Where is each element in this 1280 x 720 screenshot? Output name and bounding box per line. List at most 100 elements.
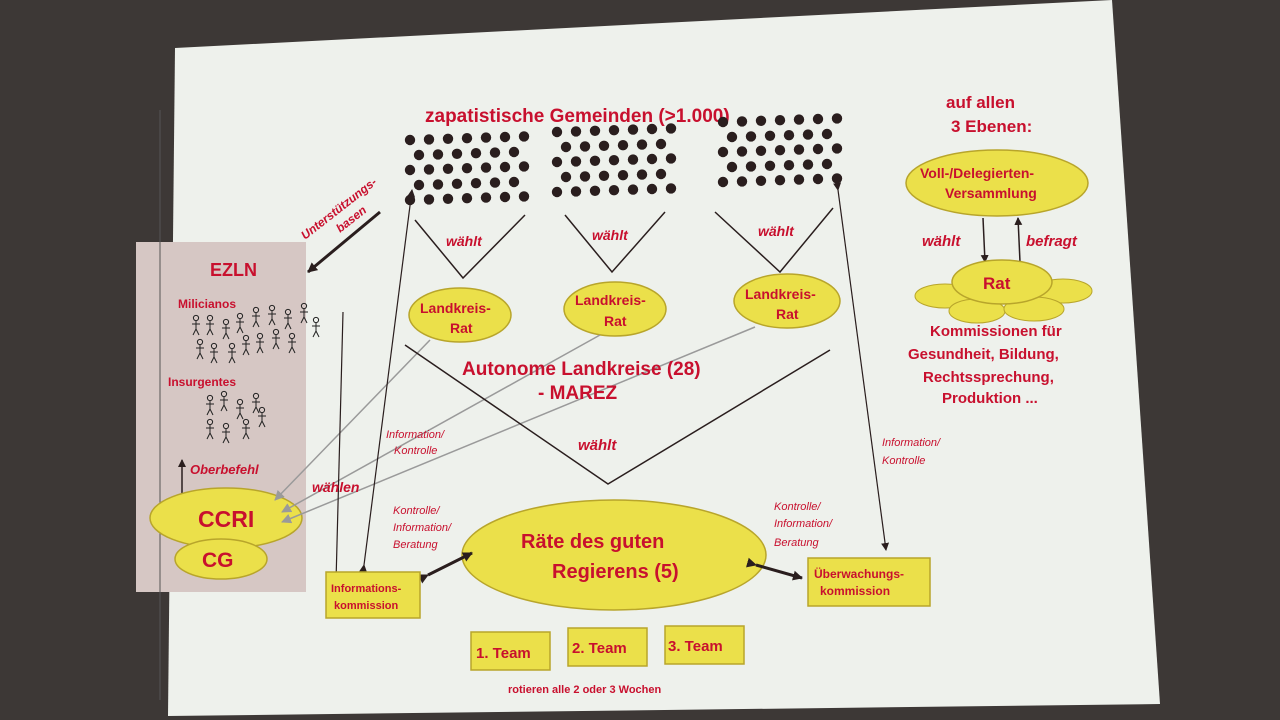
watch-commission-line1: Überwachungs- [814, 566, 904, 581]
community-dot [745, 131, 757, 142]
community-dot [432, 179, 444, 190]
kib-right-line2: Information/ [774, 518, 833, 530]
community-dot [489, 147, 501, 158]
stick-figure [242, 334, 250, 356]
county-council-3-line1: Landkreis- [745, 286, 816, 302]
team-2-box [567, 627, 648, 667]
team-3-label: 3. Team [668, 638, 723, 655]
community-dot [551, 156, 563, 168]
stick-figure [256, 332, 264, 354]
kib-right-line1: Kontrolle/ [774, 501, 821, 513]
elects-v-1 [414, 214, 526, 280]
community-dot [608, 185, 620, 196]
community-dot [442, 163, 454, 174]
commissions-line3: Rechtssprechung, [923, 369, 1054, 386]
community-dot [570, 126, 582, 137]
community-dot-clusters [404, 113, 843, 206]
stick-figure [192, 314, 200, 336]
stick-figure [222, 422, 230, 444]
community-dot [627, 154, 639, 165]
stick-figure [252, 306, 260, 328]
commissions-line4: Produktion ... [942, 390, 1038, 407]
info-control-left-line1: Information/ [386, 429, 445, 441]
rotation-note: rotieren alle 2 oder 3 Wochen [508, 684, 662, 696]
community-dot [812, 173, 824, 185]
community-dot [589, 155, 601, 166]
community-dot [627, 184, 639, 195]
stick-figure [220, 390, 228, 412]
community-dot [442, 133, 454, 144]
community-dot [646, 183, 658, 195]
community-dot [499, 191, 511, 203]
stick-figure [288, 332, 296, 354]
stick-figure [252, 392, 260, 414]
council-ellipse [951, 259, 1053, 305]
stick-figure [268, 304, 276, 326]
milicianos-label: Milicianos [178, 297, 236, 311]
community-dot [764, 130, 776, 141]
stick-figure [210, 342, 218, 364]
community-dot [774, 145, 786, 156]
community-dot [451, 178, 463, 189]
info-commission-line1: Informations- [331, 583, 402, 595]
good-government-line2: Regierens (5) [552, 561, 679, 583]
info-control-arrow-left [359, 189, 416, 573]
stick-figure [206, 394, 214, 416]
community-dot [518, 191, 530, 202]
community-dot [821, 158, 833, 170]
community-dot [755, 115, 767, 127]
community-dot [404, 164, 416, 176]
info-control-right-line1: Information/ [882, 437, 941, 449]
community-dot [655, 138, 667, 150]
municipalities-elects-label: wählt [578, 437, 617, 454]
community-dot [646, 153, 658, 165]
community-dot [793, 174, 805, 185]
community-dot [636, 139, 648, 150]
kib-left-line3: Beratung [393, 539, 439, 551]
stick-figure [236, 312, 244, 334]
right-heading-line1: auf allen [946, 93, 1015, 112]
community-dot [665, 123, 677, 134]
community-dot [717, 116, 729, 128]
watch-commission-box [807, 557, 931, 607]
assembly-ellipse [905, 149, 1089, 217]
community-dot [432, 149, 444, 160]
community-dot [717, 176, 729, 188]
oberbefehl-label: Oberbefehl [190, 462, 259, 477]
communities-title: zapatistische Gemeinden (>1.000) [425, 106, 730, 127]
county-council-1-line1: Landkreis- [420, 300, 491, 316]
watch-commission-double-arrow [745, 557, 803, 581]
community-dot [442, 193, 454, 204]
right-heading-line2: 3 Ebenen: [951, 117, 1032, 136]
community-dot [617, 170, 629, 181]
info-commission-box [325, 571, 421, 619]
community-dot [598, 170, 610, 181]
community-dot [480, 132, 492, 143]
team-3-box [664, 625, 745, 665]
info-control-right-line2: Kontrolle [882, 455, 925, 467]
council-label: Rat [983, 274, 1011, 293]
stick-figure [284, 308, 292, 330]
community-dot [551, 126, 563, 138]
elects-v-2 [564, 211, 666, 274]
community-dot [413, 179, 425, 191]
community-dot [831, 113, 843, 124]
community-dot [745, 161, 757, 172]
community-dot [726, 161, 738, 173]
community-dot [570, 156, 582, 167]
community-dot [783, 130, 795, 141]
right-elects-label: wählt [922, 233, 961, 250]
community-dot [518, 161, 530, 172]
watch-commission-line2: kommission [820, 584, 890, 598]
community-dot [451, 148, 463, 159]
elects-v-3 [714, 207, 834, 274]
elects-label-2: wählt [592, 227, 629, 243]
stick-figure [196, 338, 204, 360]
cg-ellipse [174, 538, 268, 580]
kib-left-line1: Kontrolle/ [393, 505, 440, 517]
community-dot [831, 173, 843, 184]
community-dot [423, 194, 435, 205]
community-dot [579, 141, 591, 152]
info-commission-line2: kommission [334, 600, 398, 612]
community-dot [821, 128, 833, 140]
